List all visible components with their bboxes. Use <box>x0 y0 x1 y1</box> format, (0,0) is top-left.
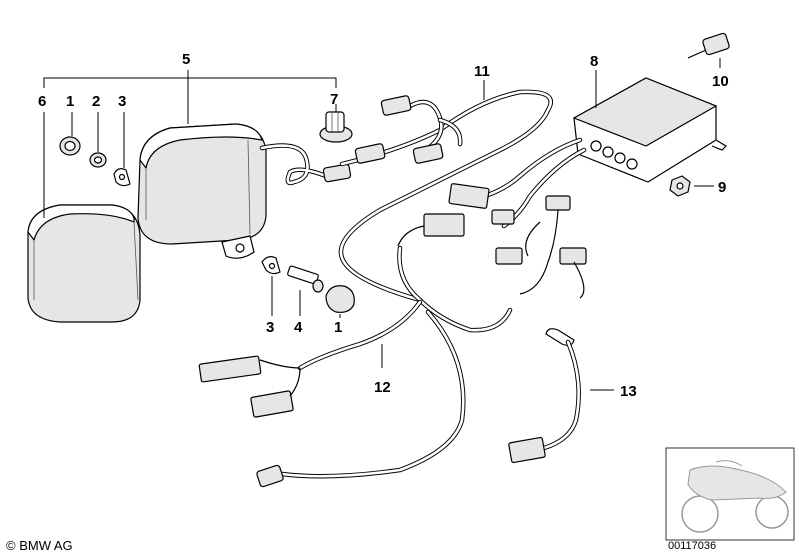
label-10: 10 <box>712 73 729 90</box>
label-2: 2 <box>92 93 100 110</box>
part-13-ground-cable <box>508 328 581 464</box>
part-8-control-unit <box>572 77 727 183</box>
part-11-harness <box>338 89 553 303</box>
label-8: 8 <box>590 53 598 70</box>
label-5: 5 <box>182 51 190 68</box>
label-7: 7 <box>330 91 338 108</box>
label-9: 9 <box>718 179 726 196</box>
label-1-top: 1 <box>66 93 74 110</box>
copyright-text: © BMW AG <box>6 538 73 553</box>
label-6: 6 <box>38 93 46 110</box>
part-12-harness <box>198 245 513 488</box>
part-3-clip-lower <box>261 256 281 275</box>
label-4: 4 <box>294 319 303 336</box>
label-12: 12 <box>374 379 391 396</box>
part-1-grommet <box>59 136 81 156</box>
part-5-lamp-unit <box>137 123 267 259</box>
connector-7-plug <box>322 163 352 183</box>
part-10-sensor <box>687 32 730 59</box>
part-3-clip <box>113 168 131 187</box>
label-13: 13 <box>620 383 637 400</box>
part-6-lamp-housing <box>27 204 141 323</box>
group-bracket <box>43 70 337 88</box>
part-4-screw <box>287 265 324 293</box>
part-2-washer <box>89 152 107 168</box>
label-1-bottom: 1 <box>334 319 342 336</box>
connectors-cluster <box>397 183 587 299</box>
label-3-bottom: 3 <box>266 319 274 336</box>
part-7-bulb-socket <box>319 111 353 143</box>
part-9-nut <box>669 175 691 197</box>
label-11: 11 <box>474 63 490 80</box>
label-3-top: 3 <box>118 93 126 110</box>
diagram-id: 00117036 <box>668 540 717 552</box>
part-1-cap-lower <box>325 285 355 313</box>
motorcycle-thumbnail <box>665 447 795 541</box>
